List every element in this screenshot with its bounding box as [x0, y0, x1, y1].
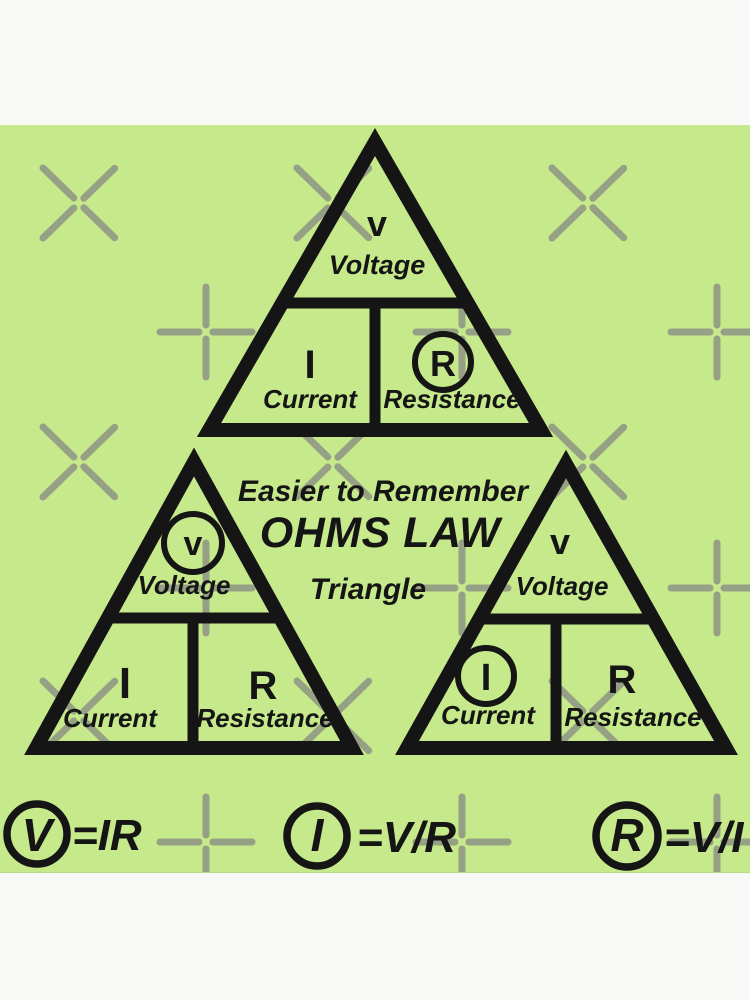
right-voltage-letter: v [549, 521, 571, 562]
formula-circles [3, 800, 662, 871]
top-voltage-label: Voltage [328, 250, 426, 280]
resistance-formula-circle [592, 801, 662, 871]
resistance-circle [412, 331, 474, 393]
right-resistance-label: Resistance [564, 702, 702, 732]
right-current-label: Current [441, 700, 535, 730]
resistance-formula-expression: =V/I [664, 813, 744, 862]
left-triangle-outline [24, 447, 364, 755]
title-line-2: OHMS LAW [259, 509, 501, 557]
title-line-3: Triangle [309, 573, 427, 606]
right-current-letter: I [480, 657, 492, 699]
top-voltage-letter: v [366, 203, 388, 244]
voltage-formula-circle [3, 800, 71, 868]
left-resistance-label: Resistance [196, 703, 334, 733]
current-formula-expression: =V/R [357, 813, 457, 862]
left-voltage-letter: v [183, 525, 203, 563]
left-current-label: Current [63, 703, 157, 733]
top-resistance-label: Resistance [383, 384, 521, 414]
right-voltage-label: Voltage [515, 571, 609, 601]
right-triangle-outline [395, 449, 738, 755]
current-circle [455, 645, 517, 707]
title-line-1: Easier to Remember [237, 475, 529, 508]
right-resistance-letter: R [607, 658, 637, 702]
voltage-circle [161, 511, 225, 575]
left-current-letter: I [118, 659, 132, 708]
left-voltage-label: Voltage [137, 570, 231, 600]
voltage-formula-symbol: V [21, 809, 53, 861]
resistance-formula-symbol: R [610, 809, 644, 861]
top-triangle-outline [196, 127, 554, 437]
current-formula-circle [283, 802, 351, 870]
top-current-letter: I [304, 343, 316, 387]
left-resistance-letter: R [248, 664, 278, 708]
top-resistance-letter: R [430, 343, 456, 384]
voltage-formula-expression: =IR [72, 811, 142, 860]
top-current-label: Current [263, 384, 357, 414]
current-formula-symbol: I [310, 809, 324, 861]
